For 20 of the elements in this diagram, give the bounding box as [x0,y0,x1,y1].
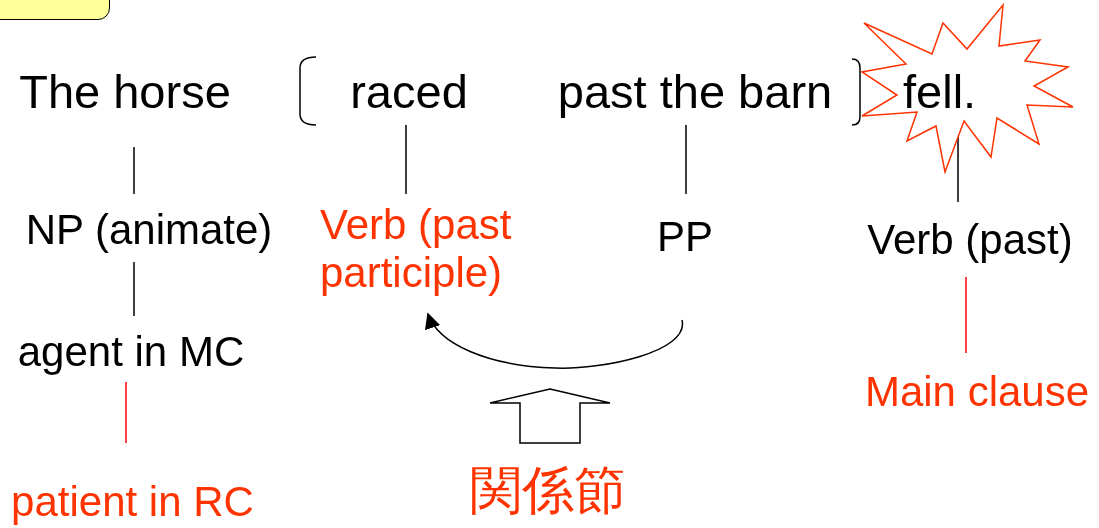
clause-label: Main clause [858,353,1096,416]
sentence-word: raced [349,65,469,125]
connector-line [957,136,959,203]
connector-line [965,276,967,354]
category-label: Verb (past) [860,202,1080,277]
starburst-shape: fell. [860,3,1075,174]
category-label: PP [640,194,730,320]
sentence-word: The horse [10,65,240,147]
category-label: NP (animate) [20,194,278,262]
sentence-word: past the barn [550,65,840,125]
connector-line [685,124,687,195]
clause-label: 関係節 [460,460,635,520]
connector-line [133,146,135,195]
role-label: agent in MC [10,316,252,382]
connector-line [125,381,127,444]
role-label: patient in RC [5,443,260,526]
curved-arrow [426,312,683,369]
connector-line [133,261,135,317]
connector-line [405,124,407,195]
category-label: Verb (past participle) [320,194,525,314]
